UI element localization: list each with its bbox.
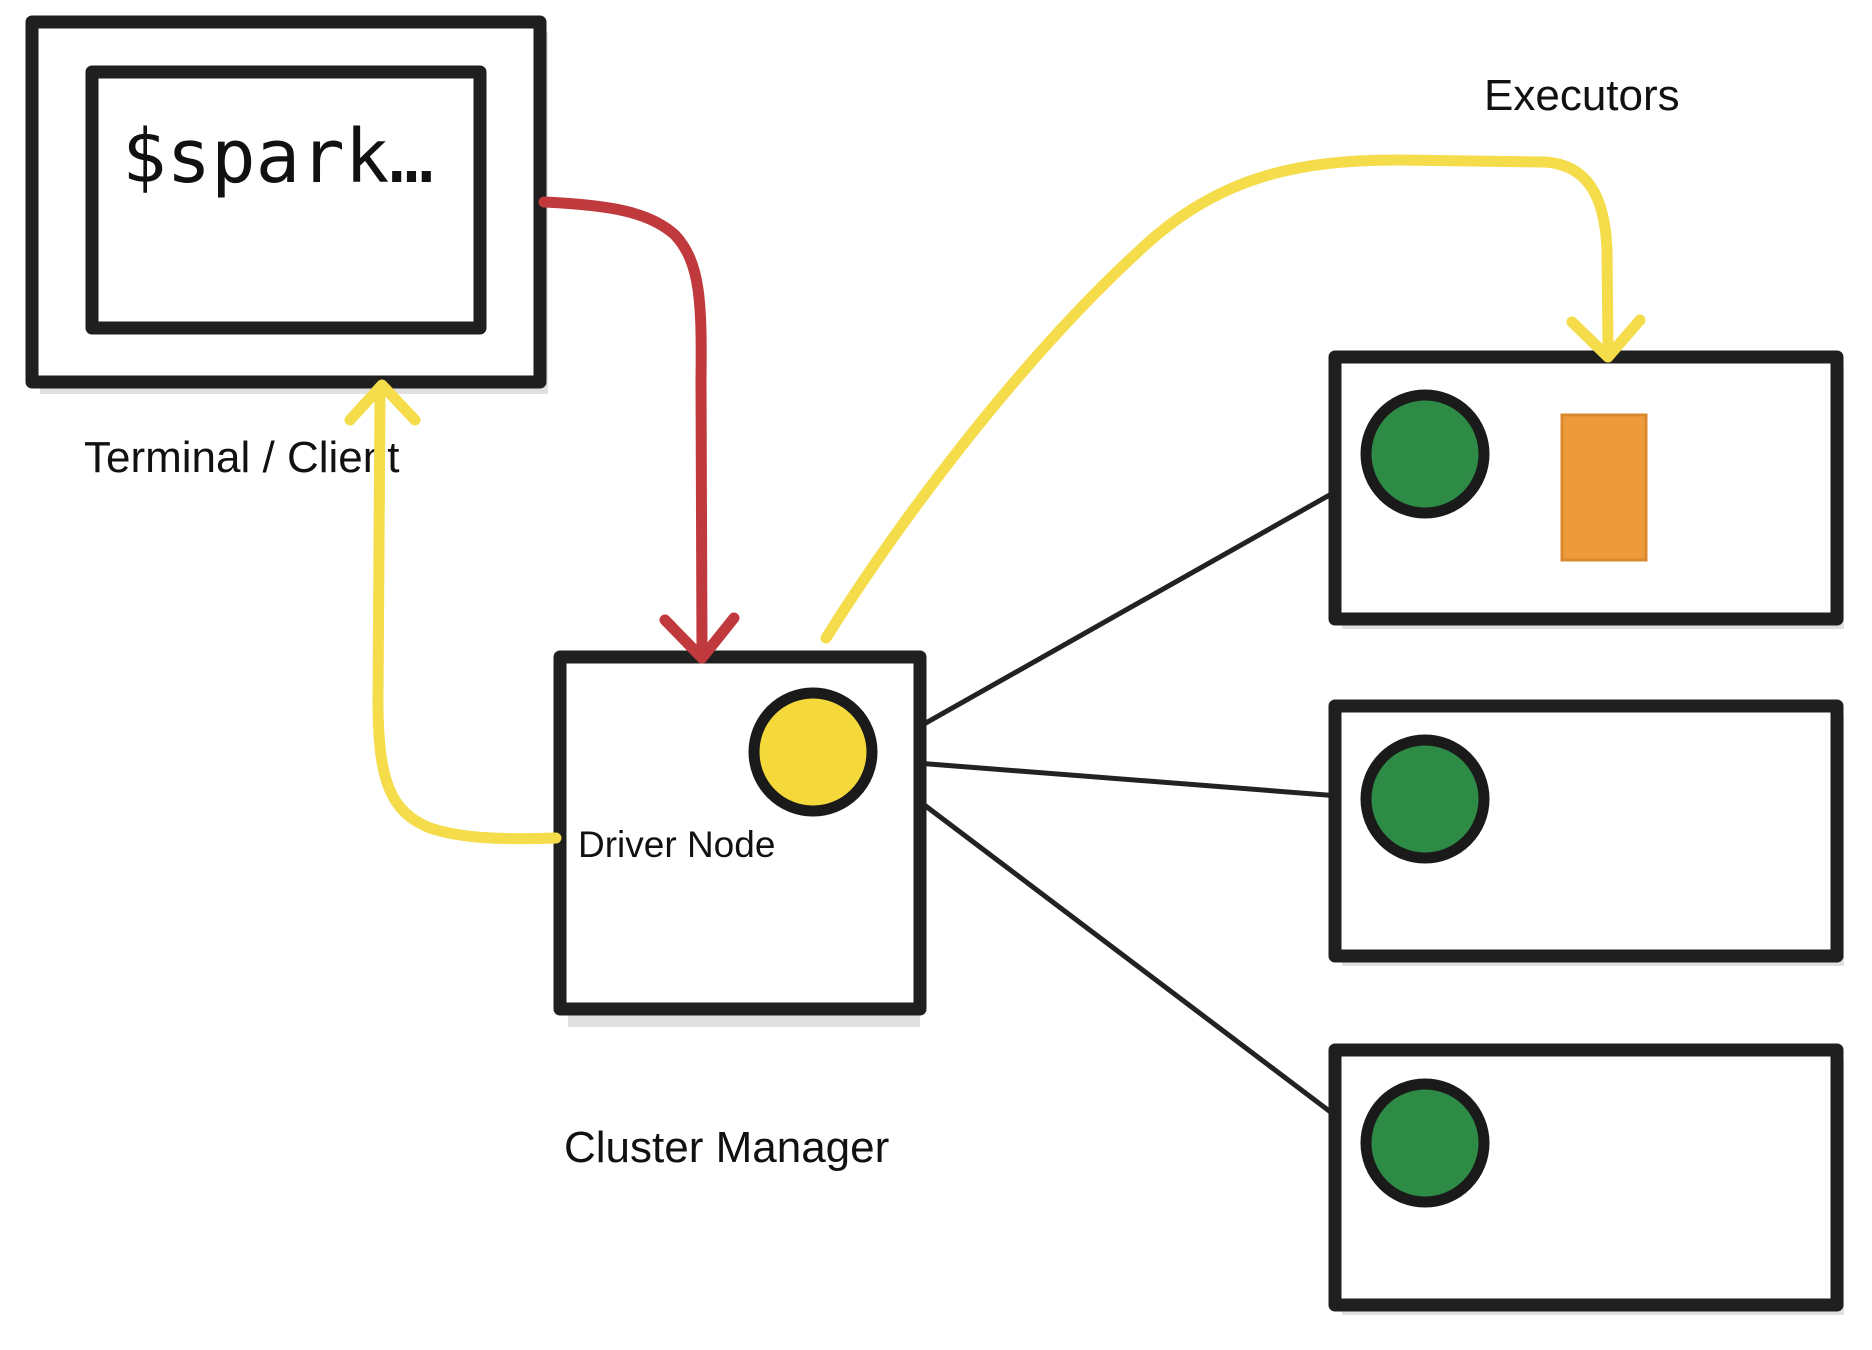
task-arrow-to-executors	[820, 154, 1646, 644]
submit-arrow-line	[538, 196, 708, 656]
terminal-screen	[85, 65, 487, 335]
executor-1-circle	[1360, 389, 1490, 519]
executor-3	[1328, 1043, 1844, 1315]
driver-node-label: Driver Node	[578, 824, 775, 865]
driver-circle	[748, 687, 878, 817]
submit-arrow	[538, 196, 740, 664]
executors-label: Executors	[1484, 71, 1680, 120]
connection-executor-3	[875, 767, 1368, 1141]
connection-executor-2	[875, 757, 1368, 801]
result-arrow-to-client	[344, 379, 562, 845]
executor-3-circle	[1360, 1078, 1490, 1208]
cluster-manager-label: Cluster Manager	[564, 1123, 889, 1172]
executor-2-circle	[1360, 734, 1490, 864]
result-arrow-to-client-head	[344, 379, 421, 426]
executor-connections	[875, 472, 1368, 1141]
terminal-client: $spark…	[25, 15, 548, 394]
task-arrow-to-executors-head	[1566, 314, 1646, 363]
executor-1	[1328, 350, 1844, 629]
terminal-command: $spark…	[122, 114, 434, 200]
driver-node: Driver Node	[553, 650, 927, 1027]
connection-executor-1	[875, 472, 1368, 753]
submit-arrow-head	[659, 612, 740, 664]
executor-2	[1328, 699, 1844, 966]
terminal-client-label: Terminal / Client	[84, 433, 399, 482]
task-arrow-to-executors-line	[820, 154, 1614, 644]
executor-1-task	[1560, 413, 1648, 562]
result-arrow-to-client-line	[372, 389, 562, 845]
